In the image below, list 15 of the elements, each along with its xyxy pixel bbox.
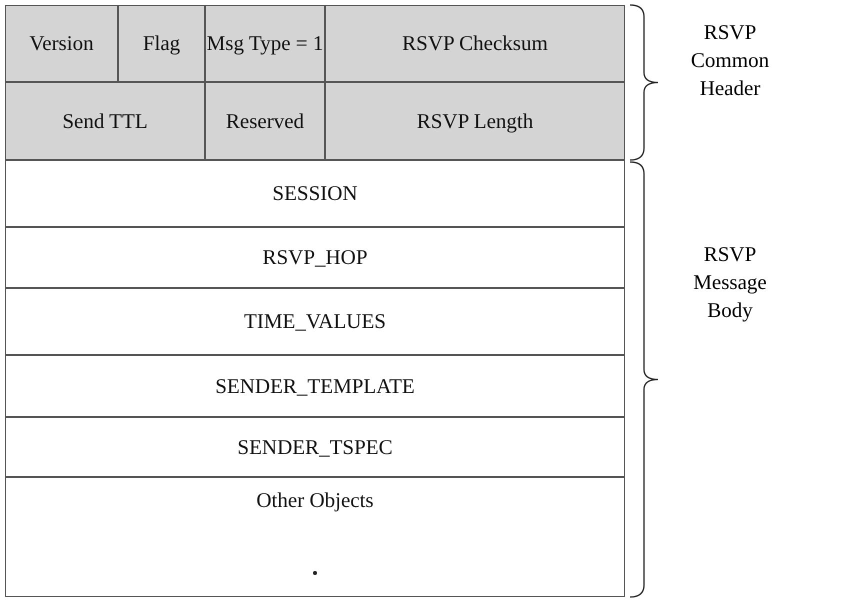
field-cell: Flag: [118, 5, 205, 82]
field-cell: Version: [5, 5, 118, 82]
object-row: SENDER_TEMPLATE: [5, 355, 625, 417]
field-cell: RSVP Length: [325, 82, 625, 160]
field-cell: RSVP Checksum: [325, 5, 625, 82]
field-cell: Send TTL: [5, 82, 205, 160]
object-row: Other Objects: [5, 477, 625, 597]
section-label: RSVP Message Body: [692, 241, 768, 324]
object-row: SENDER_TSPEC: [5, 417, 625, 477]
object-row: TIME_VALUES: [5, 288, 625, 355]
object-row: RSVP_HOP: [5, 227, 625, 288]
object-row: SESSION: [5, 160, 625, 227]
field-cell: Reserved: [205, 82, 325, 160]
field-cell: Msg Type = 1: [205, 5, 325, 82]
section-label: RSVP Common Header: [690, 19, 770, 102]
